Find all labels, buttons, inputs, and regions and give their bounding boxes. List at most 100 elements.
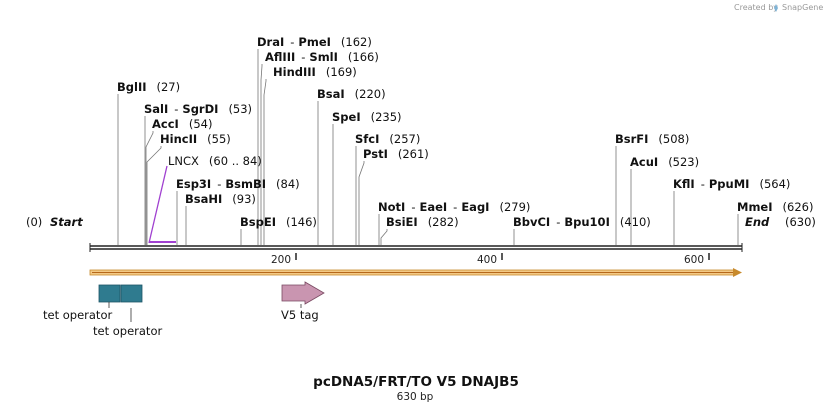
enzyme-name: PstI [363,147,388,161]
ruler: 200 400 600 [271,253,710,266]
enzyme-label: DraI-PmeI(162) [257,35,372,49]
start-label: Start [50,215,83,229]
enzyme-name: MmeI [737,200,773,214]
enzyme-label: SpeI(235) [332,110,402,124]
tet-operator-label-1: tet operator [43,308,112,322]
feature-tet-operator-2: tet operator [93,284,162,338]
tick-200: 200 [271,254,291,266]
enzyme-label: BsiEI(282) [386,215,459,229]
enzyme-site: Esp3I-BsmBI (84) [176,177,300,245]
enzyme-name: BsaHI [185,192,222,206]
enzyme-label: AflIII-SmlI(166) [265,50,379,64]
enzyme-separator: - [701,177,705,191]
tet-operator-label-2: tet operator [93,324,162,338]
enzyme-name: BsiEI [386,215,418,229]
enzyme-position: (53) [228,102,252,116]
tick-600: 600 [684,254,704,266]
tick-400: 400 [477,254,497,266]
enzyme-leader-line [260,64,263,245]
map-length: 630 bp [397,391,434,403]
enzyme-name: SmlI [309,50,338,64]
enzyme-name: BbvCI [513,215,550,229]
feature-v5-tag: V5 tag [281,281,325,322]
enzyme-name: BsmBI [225,177,266,191]
enzyme-name: SalI [144,102,168,116]
enzyme-site: BspEI(146) [240,215,317,245]
enzyme-site: AccI (54) [145,117,213,245]
enzyme-site: BsiEI(282) [380,215,459,245]
enzyme-separator: - [411,200,415,214]
credit-brand: SnapGene [782,3,823,12]
enzyme-leader-line [358,161,365,245]
lncx-feature: LNCX (60 .. 84) [148,154,262,244]
enzyme-label: BsaHI (93) [185,192,256,206]
enzyme-site: BsrFI (508) [615,132,689,245]
enzyme-name: AccI [152,117,179,131]
enzyme-site: BglII (27) [117,80,180,245]
enzyme-name: Esp3I [176,177,211,191]
lncx-label: LNCX (60 .. 84) [168,154,262,168]
enzyme-position: (220) [355,87,386,101]
enzyme-name: HindIII [273,65,316,79]
lncx-name: LNCX [168,154,199,168]
enzyme-label: MmeI (626) [737,200,813,214]
enzyme-name: PmeI [298,35,331,49]
enzyme-name: AcuI [630,155,658,169]
enzyme-position: (146) [286,215,317,229]
enzyme-site: BsaI (220) [317,87,386,245]
enzyme-name: Bpu10I [564,215,609,229]
enzyme-site: DraI-PmeI(162) [257,35,372,245]
enzyme-name: NotI [378,200,405,214]
enzyme-separator: - [301,50,305,64]
end-pos: (630) [785,215,816,229]
enzyme-position: (508) [658,132,689,146]
enzyme-name: BglII [117,80,147,94]
enzyme-site: BbvCI-Bpu10I(410) [513,215,651,245]
enzyme-site: HindIII (169) [263,65,357,245]
enzyme-site: MmeI (626) [737,200,813,245]
enzyme-name: HincII [160,132,197,146]
enzyme-separator: - [453,200,457,214]
enzyme-label: KflI-PpuMI(564) [673,177,790,191]
v5-tag-label: V5 tag [281,308,319,322]
enzyme-separator: - [217,177,221,191]
enzyme-label: BspEI(146) [240,215,317,229]
orf-arrow [89,268,742,277]
enzyme-label: SalI-SgrDI(53) [144,102,252,116]
enzyme-layer: DraI-PmeI(162)AflIII-SmlI(166)HindIII(16… [117,35,813,245]
enzyme-position: (27) [157,80,181,94]
enzyme-leader-line [380,229,388,245]
enzyme-position: (166) [348,50,379,64]
enzyme-label: SfcI (257) [355,132,420,146]
enzyme-name: BsaI [317,87,345,101]
enzyme-position: (257) [389,132,420,146]
end-label: End [745,215,770,229]
snapgene-logo-icon [774,4,778,12]
enzyme-name: SfcI [355,132,379,146]
enzyme-position: (169) [326,65,357,79]
enzyme-leader-line [145,131,154,245]
enzyme-position: (410) [620,215,651,229]
enzyme-label: NotI-EaeI-EagI(279) [378,200,530,214]
enzyme-site: AcuI (523) [630,155,699,245]
lncx-range: (60 .. 84) [209,154,262,168]
credit-prefix: Created by [734,3,778,12]
enzyme-position: (626) [783,200,814,214]
enzyme-separator: - [290,35,294,49]
enzyme-position: (54) [189,117,213,131]
enzyme-label: BsaI (220) [317,87,386,101]
enzyme-leader-line [263,79,267,245]
enzyme-name: BsrFI [615,132,648,146]
enzyme-position: (162) [341,35,372,49]
enzyme-site: NotI-EaeI-EagI(279) [378,200,530,245]
enzyme-site: KflI-PpuMI(564) [673,177,790,245]
enzyme-label: Esp3I-BsmBI (84) [176,177,300,191]
enzyme-position: (279) [499,200,530,214]
enzyme-position: (93) [232,192,256,206]
enzyme-position: (84) [276,177,300,191]
enzyme-site: SpeI(235) [332,110,402,245]
enzyme-position: (523) [668,155,699,169]
enzyme-position: (261) [398,147,429,161]
enzyme-site: AflIII-SmlI(166) [260,50,379,245]
